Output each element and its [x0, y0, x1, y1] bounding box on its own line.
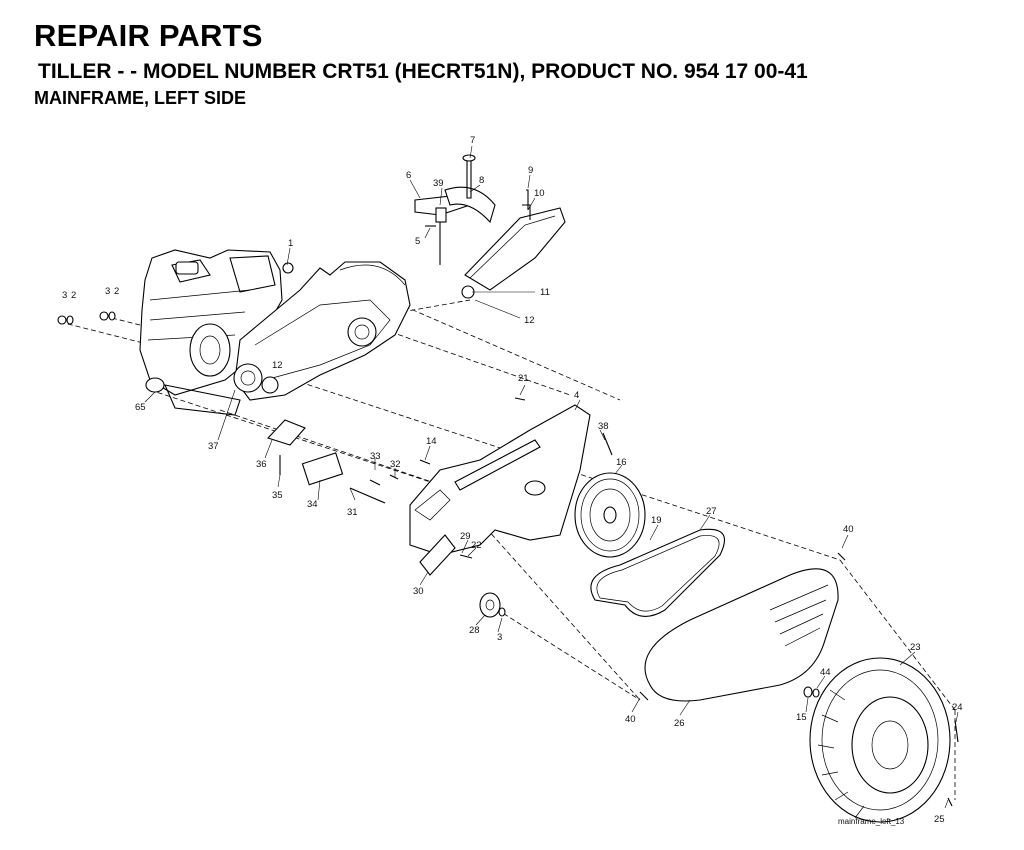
callout-32: 32	[390, 459, 401, 470]
callout-9: 9	[528, 165, 533, 176]
callout-29: 29	[460, 531, 471, 542]
callout-38: 38	[598, 421, 609, 432]
callout-3b: 3	[105, 286, 110, 297]
v-belt	[590, 528, 725, 617]
callout-22: 22	[471, 540, 482, 551]
callout-12: 12	[524, 315, 535, 326]
callout-40: 40	[843, 524, 854, 535]
leader-lines	[144, 145, 959, 809]
callout-24: 24	[952, 702, 963, 713]
callout-37: 37	[208, 441, 219, 452]
callout-5: 5	[415, 236, 420, 247]
callout-2b: 2	[114, 286, 119, 297]
callout-19: 19	[651, 515, 662, 526]
callout-36: 36	[256, 459, 267, 470]
shield-plate	[461, 189, 566, 299]
page-subtitle: TILLER - - MODEL NUMBER CRT51 (HECRT51N)…	[38, 60, 808, 83]
hardware	[57, 311, 959, 807]
callout-28: 28	[469, 625, 480, 636]
callout-15: 15	[796, 712, 807, 723]
pulley	[574, 472, 646, 558]
callout-65: 65	[135, 402, 146, 413]
callout-23: 23	[910, 642, 921, 653]
callout-labels: 1 2 2 3 3 3 4 5 6 7 8 9 10 11 12 12 14 1…	[62, 135, 963, 826]
callout-7: 7	[470, 135, 475, 146]
callout-25: 25	[934, 814, 945, 825]
callout-27: 27	[706, 506, 717, 517]
callout-21: 21	[518, 373, 529, 384]
callout-31: 31	[347, 507, 358, 518]
callout-11: 11	[540, 287, 550, 298]
callout-12b: 12	[272, 360, 283, 371]
belt-cover	[644, 568, 839, 702]
callout-26: 26	[674, 718, 685, 729]
depth-stake-bracket	[414, 154, 496, 265]
figure-id: mainframe_left_13	[838, 817, 905, 826]
callout-34: 34	[307, 499, 318, 510]
callout-40b: 40	[625, 714, 636, 725]
tire-wheel	[809, 657, 951, 823]
callout-4: 4	[574, 390, 579, 401]
callout-2: 2	[71, 290, 76, 301]
callout-1: 1	[288, 238, 293, 249]
mainframe	[233, 261, 411, 401]
idler-pulley	[479, 592, 501, 618]
callout-6: 6	[406, 170, 411, 181]
callout-30: 30	[413, 586, 424, 597]
callout-3: 3	[62, 290, 67, 301]
section-title: MAINFRAME, LEFT SIDE	[34, 88, 246, 108]
callout-16: 16	[616, 457, 627, 468]
callout-35: 35	[272, 490, 283, 501]
callout-10: 10	[534, 188, 545, 199]
callout-33: 33	[370, 451, 381, 462]
callout-44: 44	[820, 667, 831, 678]
page-title: REPAIR PARTS	[34, 18, 263, 53]
callout-39: 39	[433, 178, 444, 189]
callout-14: 14	[426, 436, 437, 447]
callout-3c: 3	[497, 632, 502, 643]
callout-8: 8	[479, 175, 484, 186]
